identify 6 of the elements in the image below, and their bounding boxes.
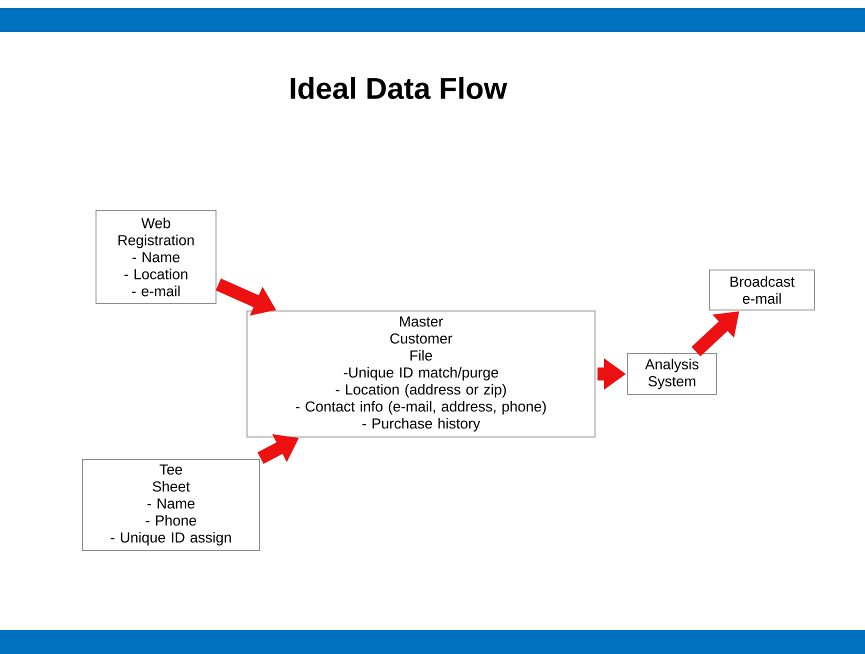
process-box: Broadcast e-mail <box>709 270 815 310</box>
process-box: Web Registration - Name - Location - e-mail <box>96 210 216 304</box>
process-box: Master Customer File -Unique ID match/purge - Location (address or zip) - Contact info (e-mail, address, phone) - Purchase history <box>246 310 596 438</box>
process-box: Analysis System <box>627 353 717 395</box>
process-box: Tee Sheet - Name - Phone - Unique ID assign <box>82 459 260 551</box>
title: Ideal Data Flow <box>290 77 508 100</box>
